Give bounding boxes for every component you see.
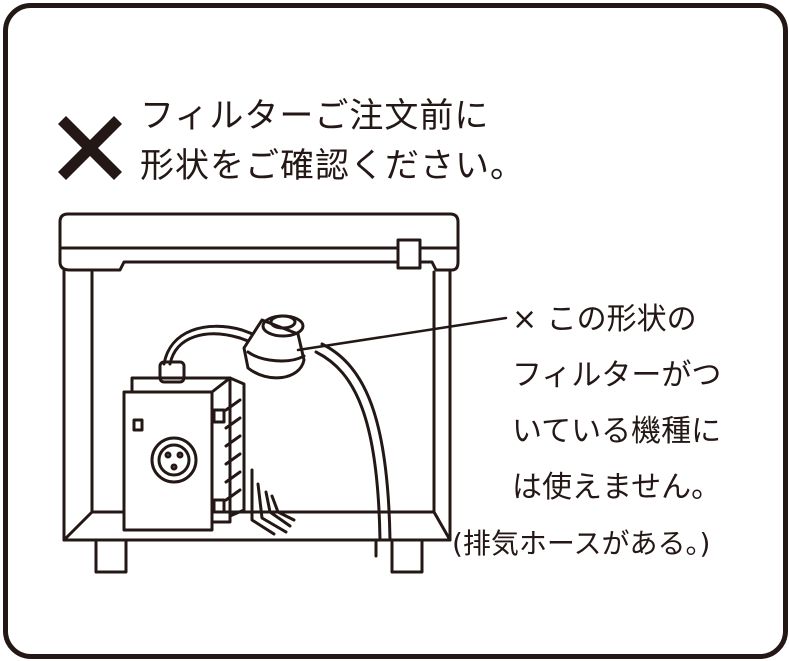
- filter-canister: [242, 314, 306, 380]
- feet: [94, 538, 424, 574]
- body: [62, 268, 452, 542]
- heading-line-1: フィルターご注文前に: [140, 96, 490, 136]
- annotation-line-1: × この形状の: [512, 302, 697, 337]
- rounded-frame: [3, 3, 788, 659]
- pump-motor: [122, 360, 246, 532]
- annotation-line-5: (排気ホースがある。): [452, 527, 711, 560]
- tubing: [162, 324, 392, 542]
- annotation-line-3: いている機種に: [512, 414, 722, 449]
- annotation-line-2: フィルターがつ: [512, 358, 722, 393]
- x-mark-icon: [58, 116, 122, 180]
- heading-line-2: 形状をご確認ください。: [140, 146, 525, 186]
- annotation-line-4: は使えません。: [512, 470, 722, 505]
- wires: [250, 468, 296, 536]
- lid: [58, 212, 460, 272]
- leader-line: [296, 316, 508, 352]
